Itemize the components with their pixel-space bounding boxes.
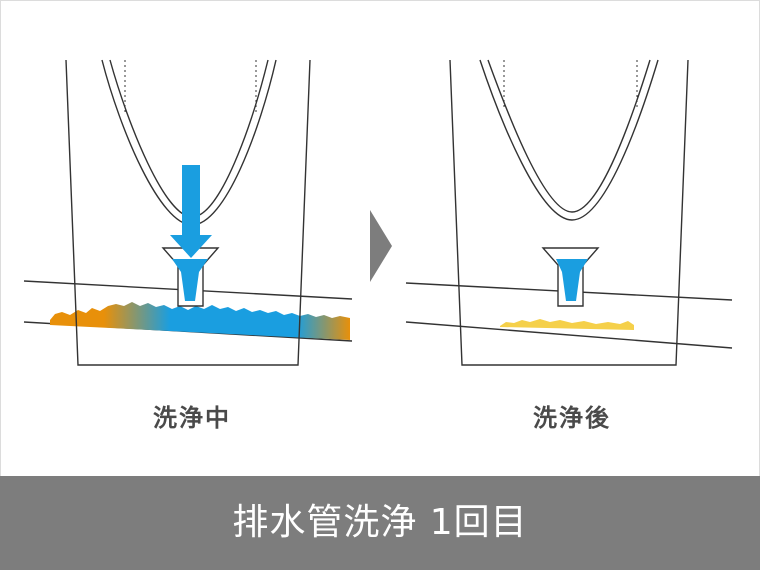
- residue-layer: [500, 319, 634, 330]
- drain-hose-outer: [479, 59, 659, 221]
- trap-water: [556, 259, 588, 301]
- caption-after: 洗浄後: [533, 404, 611, 432]
- drain-hose-inner: [487, 59, 651, 213]
- panel-after: [405, 59, 733, 366]
- caption-during: 洗浄中: [153, 404, 231, 432]
- banner-title: 排水管洗浄 1回目: [232, 502, 528, 543]
- arrow-down-icon: [170, 165, 212, 258]
- tub-outline: [65, 59, 311, 366]
- trap-water: [172, 259, 208, 301]
- tub-outline: [449, 59, 689, 366]
- title-banner: 排水管洗浄 1回目: [0, 476, 760, 570]
- sludge-layer: [50, 302, 350, 340]
- panel-during: [23, 59, 353, 366]
- chevron-right-icon: [370, 210, 392, 282]
